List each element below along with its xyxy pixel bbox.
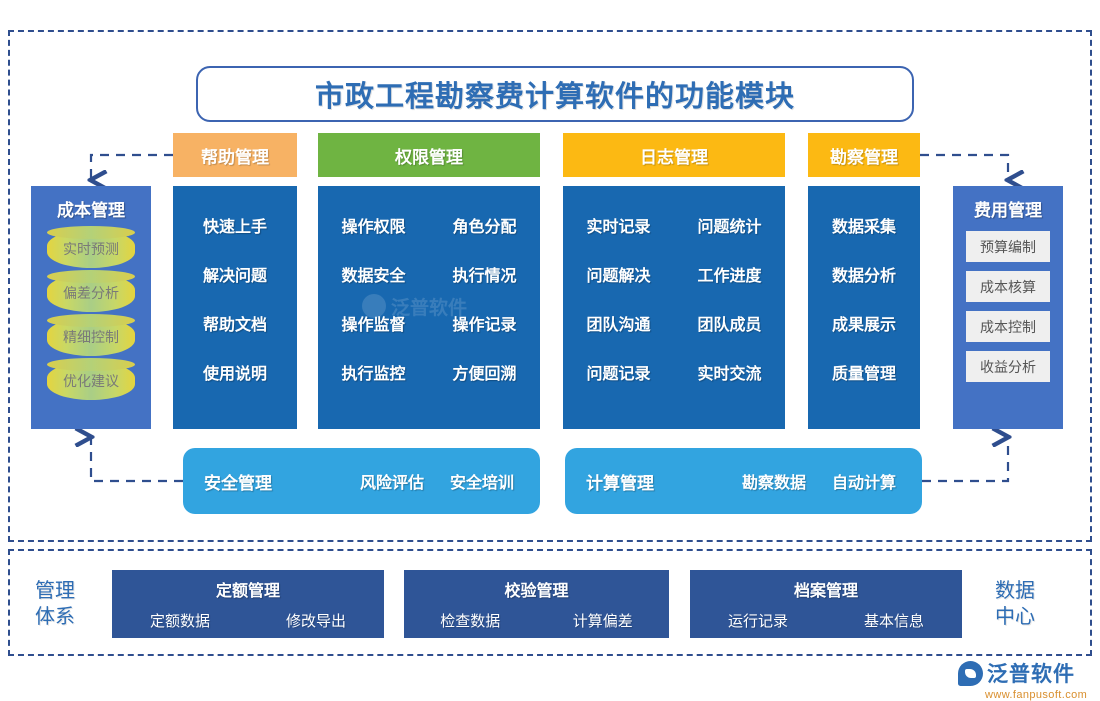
page-title-text: 市政工程勘察费计算软件的功能模块 xyxy=(314,81,795,113)
box-safety-management[interactable]: 安全管理 风险评估 安全培训 xyxy=(183,448,540,514)
brand-logo: 泛普软件 www.fanpusoft.com xyxy=(958,658,1094,701)
fee-item[interactable]: 成本控制 xyxy=(966,311,1050,342)
cylinder-item[interactable]: 精细控制 xyxy=(47,314,135,356)
box-quota-title: 定额管理 xyxy=(215,583,280,600)
column-body-help: 快速上手 解决问题 帮助文档 使用说明 xyxy=(173,186,297,429)
list-item[interactable]: 执行监控 xyxy=(341,366,406,383)
fee-item[interactable]: 预算编制 xyxy=(966,231,1050,262)
box-safety-item[interactable]: 安全培训 xyxy=(449,475,514,492)
box-archive-item[interactable]: 运行记录 xyxy=(727,613,788,630)
label-data-center-line2: 中心 xyxy=(995,606,1035,628)
cylinder-item[interactable]: 偏差分析 xyxy=(47,270,135,312)
list-item[interactable]: 团队沟通 xyxy=(586,317,651,334)
fee-item[interactable]: 成本核算 xyxy=(966,271,1050,302)
list-item[interactable]: 使用说明 xyxy=(202,366,267,383)
box-quota-item[interactable]: 定额数据 xyxy=(149,613,210,630)
cylinder-item[interactable]: 实时预测 xyxy=(47,226,135,268)
brand-logo-icon xyxy=(958,660,983,686)
watermark-logo-icon xyxy=(362,294,386,318)
label-data-center-line1: 数据 xyxy=(995,580,1035,602)
list-item[interactable]: 帮助文档 xyxy=(202,317,267,334)
label-management-system-line1: 管理 xyxy=(35,580,75,602)
cylinder-top-icon xyxy=(47,314,135,327)
cylinder-label: 实时预测 xyxy=(63,241,119,257)
label-management-system: 管理 体系 xyxy=(28,578,82,630)
list-item[interactable]: 数据采集 xyxy=(831,219,896,236)
bottom-dashed-frame xyxy=(8,549,1092,656)
cylinder-item[interactable]: 优化建议 xyxy=(47,358,135,400)
list-item[interactable]: 解决问题 xyxy=(202,268,267,285)
panel-cost-management: 成本管理 实时预测 偏差分析 精细控制 优化建议 xyxy=(31,186,151,429)
list-item[interactable]: 成果展示 xyxy=(831,317,896,334)
box-verify-item[interactable]: 计算偏差 xyxy=(572,613,633,630)
list-item[interactable]: 方便回溯 xyxy=(452,366,517,383)
list-item[interactable]: 执行情况 xyxy=(452,268,517,285)
box-verify-title: 校验管理 xyxy=(504,583,569,600)
list-item[interactable]: 实时交流 xyxy=(697,366,762,383)
watermark-text: 泛普软件 xyxy=(391,297,468,319)
box-safety-item[interactable]: 风险评估 xyxy=(359,475,424,492)
column-body-log: 实时记录 问题统计 问题解决 工作进度 团队沟通 团队成员 问题记录 实时交流 xyxy=(563,186,785,429)
list-item[interactable]: 数据分析 xyxy=(831,268,896,285)
cylinder-top-icon xyxy=(47,226,135,239)
panel-fee-management: 费用管理 预算编制 成本核算 成本控制 收益分析 xyxy=(953,186,1063,429)
column-header-permission[interactable]: 权限管理 xyxy=(318,133,540,177)
cylinder-label: 偏差分析 xyxy=(63,285,119,301)
cylinder-label: 精细控制 xyxy=(63,329,119,345)
box-calculation-management[interactable]: 计算管理 勘察数据 自动计算 xyxy=(565,448,922,514)
list-item[interactable]: 操作监督 xyxy=(341,317,406,334)
column-body-permission: 操作权限 角色分配 数据安全 执行情况 操作监督 操作记录 执行监控 方便回溯 xyxy=(318,186,540,429)
box-verify-item[interactable]: 检查数据 xyxy=(440,613,501,630)
box-archive-title: 档案管理 xyxy=(793,583,858,600)
column-header-survey-label: 勘察管理 xyxy=(830,147,898,167)
list-item[interactable]: 问题解决 xyxy=(586,268,651,285)
list-item[interactable]: 快速上手 xyxy=(202,219,267,236)
list-item[interactable]: 实时记录 xyxy=(586,219,651,236)
fee-item[interactable]: 收益分析 xyxy=(966,351,1050,382)
box-quota-management[interactable]: 定额管理 定额数据 修改导出 xyxy=(112,570,384,638)
list-item[interactable]: 操作记录 xyxy=(452,317,517,334)
list-item[interactable]: 工作进度 xyxy=(697,268,762,285)
column-header-survey[interactable]: 勘察管理 xyxy=(808,133,920,177)
watermark: 泛普软件 xyxy=(362,286,512,326)
list-item[interactable]: 团队成员 xyxy=(697,317,762,334)
box-calculation-title: 计算管理 xyxy=(586,473,654,493)
panel-fee-title: 费用管理 xyxy=(974,201,1042,220)
list-item[interactable]: 角色分配 xyxy=(452,219,517,236)
box-calculation-item[interactable]: 自动计算 xyxy=(831,475,896,492)
box-safety-title: 安全管理 xyxy=(204,473,272,493)
list-item[interactable]: 数据安全 xyxy=(341,268,406,285)
list-item[interactable]: 问题记录 xyxy=(586,366,651,383)
column-header-help-label: 帮助管理 xyxy=(201,147,269,167)
list-item[interactable]: 问题统计 xyxy=(697,219,762,236)
box-archive-management[interactable]: 档案管理 运行记录 基本信息 xyxy=(690,570,962,638)
list-item[interactable]: 质量管理 xyxy=(831,366,896,383)
column-header-help[interactable]: 帮助管理 xyxy=(173,133,297,177)
column-body-survey: 数据采集 数据分析 成果展示 质量管理 xyxy=(808,186,920,429)
label-management-system-line2: 体系 xyxy=(35,606,75,628)
panel-cost-title: 成本管理 xyxy=(57,201,125,220)
brand-logo-name: 泛普软件 xyxy=(987,663,1075,686)
cylinder-top-icon xyxy=(47,358,135,371)
box-archive-item[interactable]: 基本信息 xyxy=(863,613,924,630)
box-verify-management[interactable]: 校验管理 检查数据 计算偏差 xyxy=(404,570,669,638)
column-header-log-label: 日志管理 xyxy=(640,147,708,167)
list-item[interactable]: 操作权限 xyxy=(341,219,406,236)
box-quota-item[interactable]: 修改导出 xyxy=(285,613,346,630)
cylinder-label: 优化建议 xyxy=(63,373,119,389)
cylinder-top-icon xyxy=(47,270,135,283)
column-header-log[interactable]: 日志管理 xyxy=(563,133,785,177)
main-dashed-frame xyxy=(8,30,1092,542)
column-header-permission-label: 权限管理 xyxy=(395,147,463,167)
page-title: 市政工程勘察费计算软件的功能模块 xyxy=(196,66,914,122)
label-data-center: 数据 中心 xyxy=(988,578,1042,630)
brand-logo-url: www.fanpusoft.com xyxy=(985,689,1088,701)
box-calculation-item[interactable]: 勘察数据 xyxy=(741,475,806,492)
